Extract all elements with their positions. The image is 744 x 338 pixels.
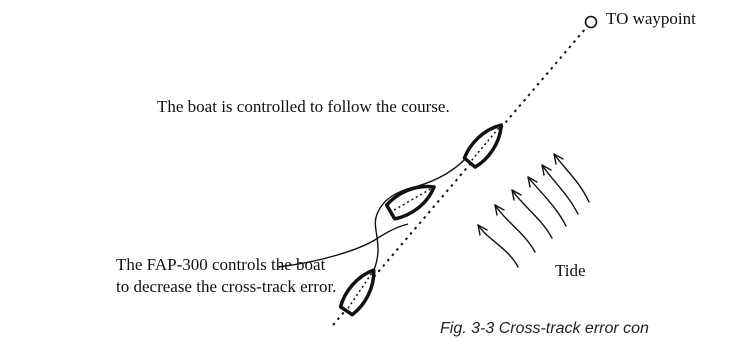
tide-arrows: [477, 153, 590, 268]
boat-icon: [338, 268, 376, 317]
figure-caption: Fig. 3-3 Cross-track error con: [440, 320, 649, 337]
tide-arrow: [511, 189, 553, 239]
waypoint-label: TO waypoint: [606, 9, 696, 28]
boat-icon: [384, 184, 436, 221]
tide-arrow: [553, 153, 590, 203]
tide-label: Tide: [555, 261, 586, 280]
fap-label-line2: to decrease the cross-track error.: [116, 277, 336, 296]
fap-label-line1: The FAP-300 controls the boat: [116, 255, 326, 274]
boat-track: [355, 157, 467, 306]
course-label: The boat is controlled to follow the cou…: [157, 97, 450, 116]
tide-arrow: [477, 224, 519, 268]
tide-arrow: [541, 164, 579, 215]
boat-icon: [462, 123, 504, 169]
tide-arrow: [527, 176, 567, 227]
tide-arrow: [494, 204, 536, 253]
leader-line: [277, 223, 409, 268]
waypoint-marker: [584, 15, 598, 29]
